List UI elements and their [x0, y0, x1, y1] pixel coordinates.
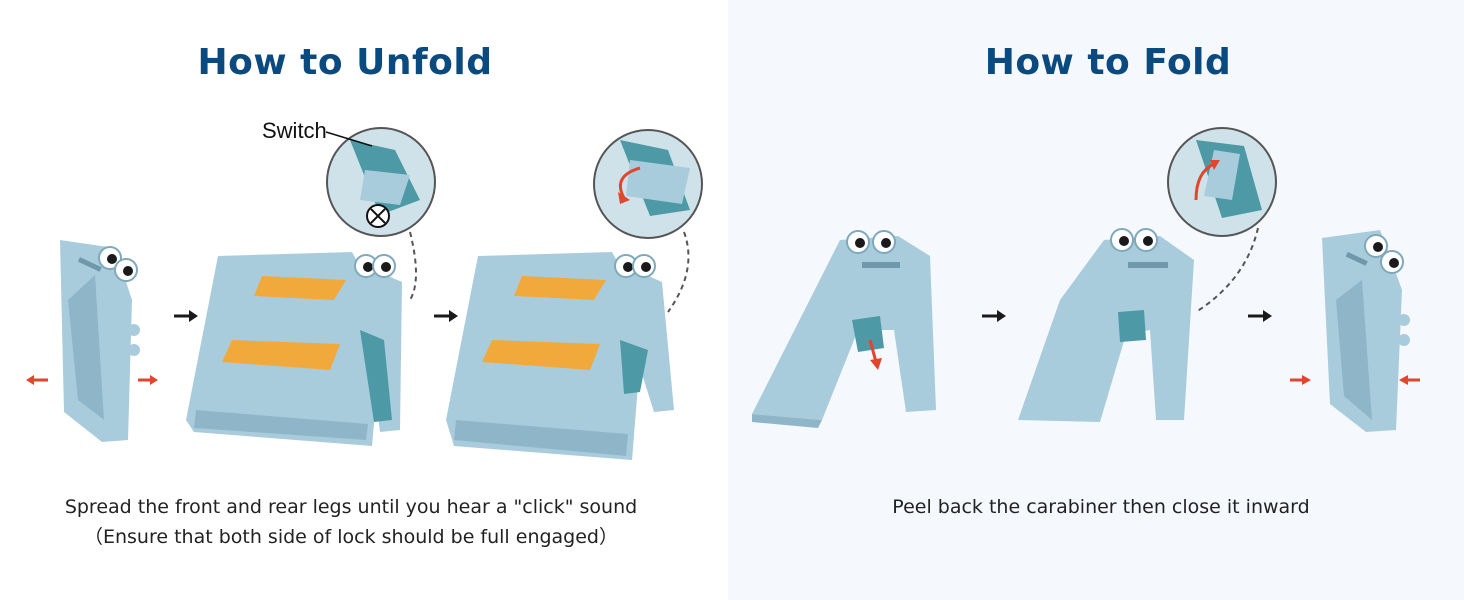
switch-detail-callout — [325, 127, 436, 301]
right-arrow-icon — [1248, 310, 1272, 322]
rotate-arrow-icon — [618, 166, 641, 204]
blocked-cross-icon — [366, 204, 390, 228]
right-arrow-icon — [982, 310, 1006, 322]
lock-detail-callout — [593, 129, 703, 313]
fold-caption: Peel back the carabiner then close it in… — [892, 496, 1310, 518]
switch-callout-label: Switch — [262, 118, 327, 143]
closing-stool-image — [1018, 228, 1194, 422]
unfold-caption-line-1: Spread the front and rear legs until you… — [64, 496, 638, 518]
unfold-title: How to Unfold — [197, 42, 493, 83]
red-arrow-icon — [868, 339, 882, 370]
folded-stool-final-image — [1322, 230, 1410, 432]
red-arrow-icon — [1290, 375, 1311, 385]
right-arrow-icon — [434, 310, 458, 322]
folded-stool-image — [60, 240, 140, 442]
rotate-arrow-icon — [1194, 160, 1220, 201]
right-arrow-icon — [174, 310, 198, 322]
step-stool-image — [186, 252, 402, 446]
fold-title: How to Fold — [984, 42, 1232, 83]
red-arrow-icon — [138, 375, 158, 385]
red-arrow-icon — [26, 375, 48, 385]
unfold-caption-line-2: （Ensure that both side of lock should be… — [83, 526, 618, 548]
locked-stool-image — [446, 252, 674, 460]
carabiner-stool-image — [752, 230, 936, 428]
unfold-caption: Spread the front and rear legs until you… — [0, 492, 702, 552]
red-arrow-icon — [1399, 375, 1420, 385]
